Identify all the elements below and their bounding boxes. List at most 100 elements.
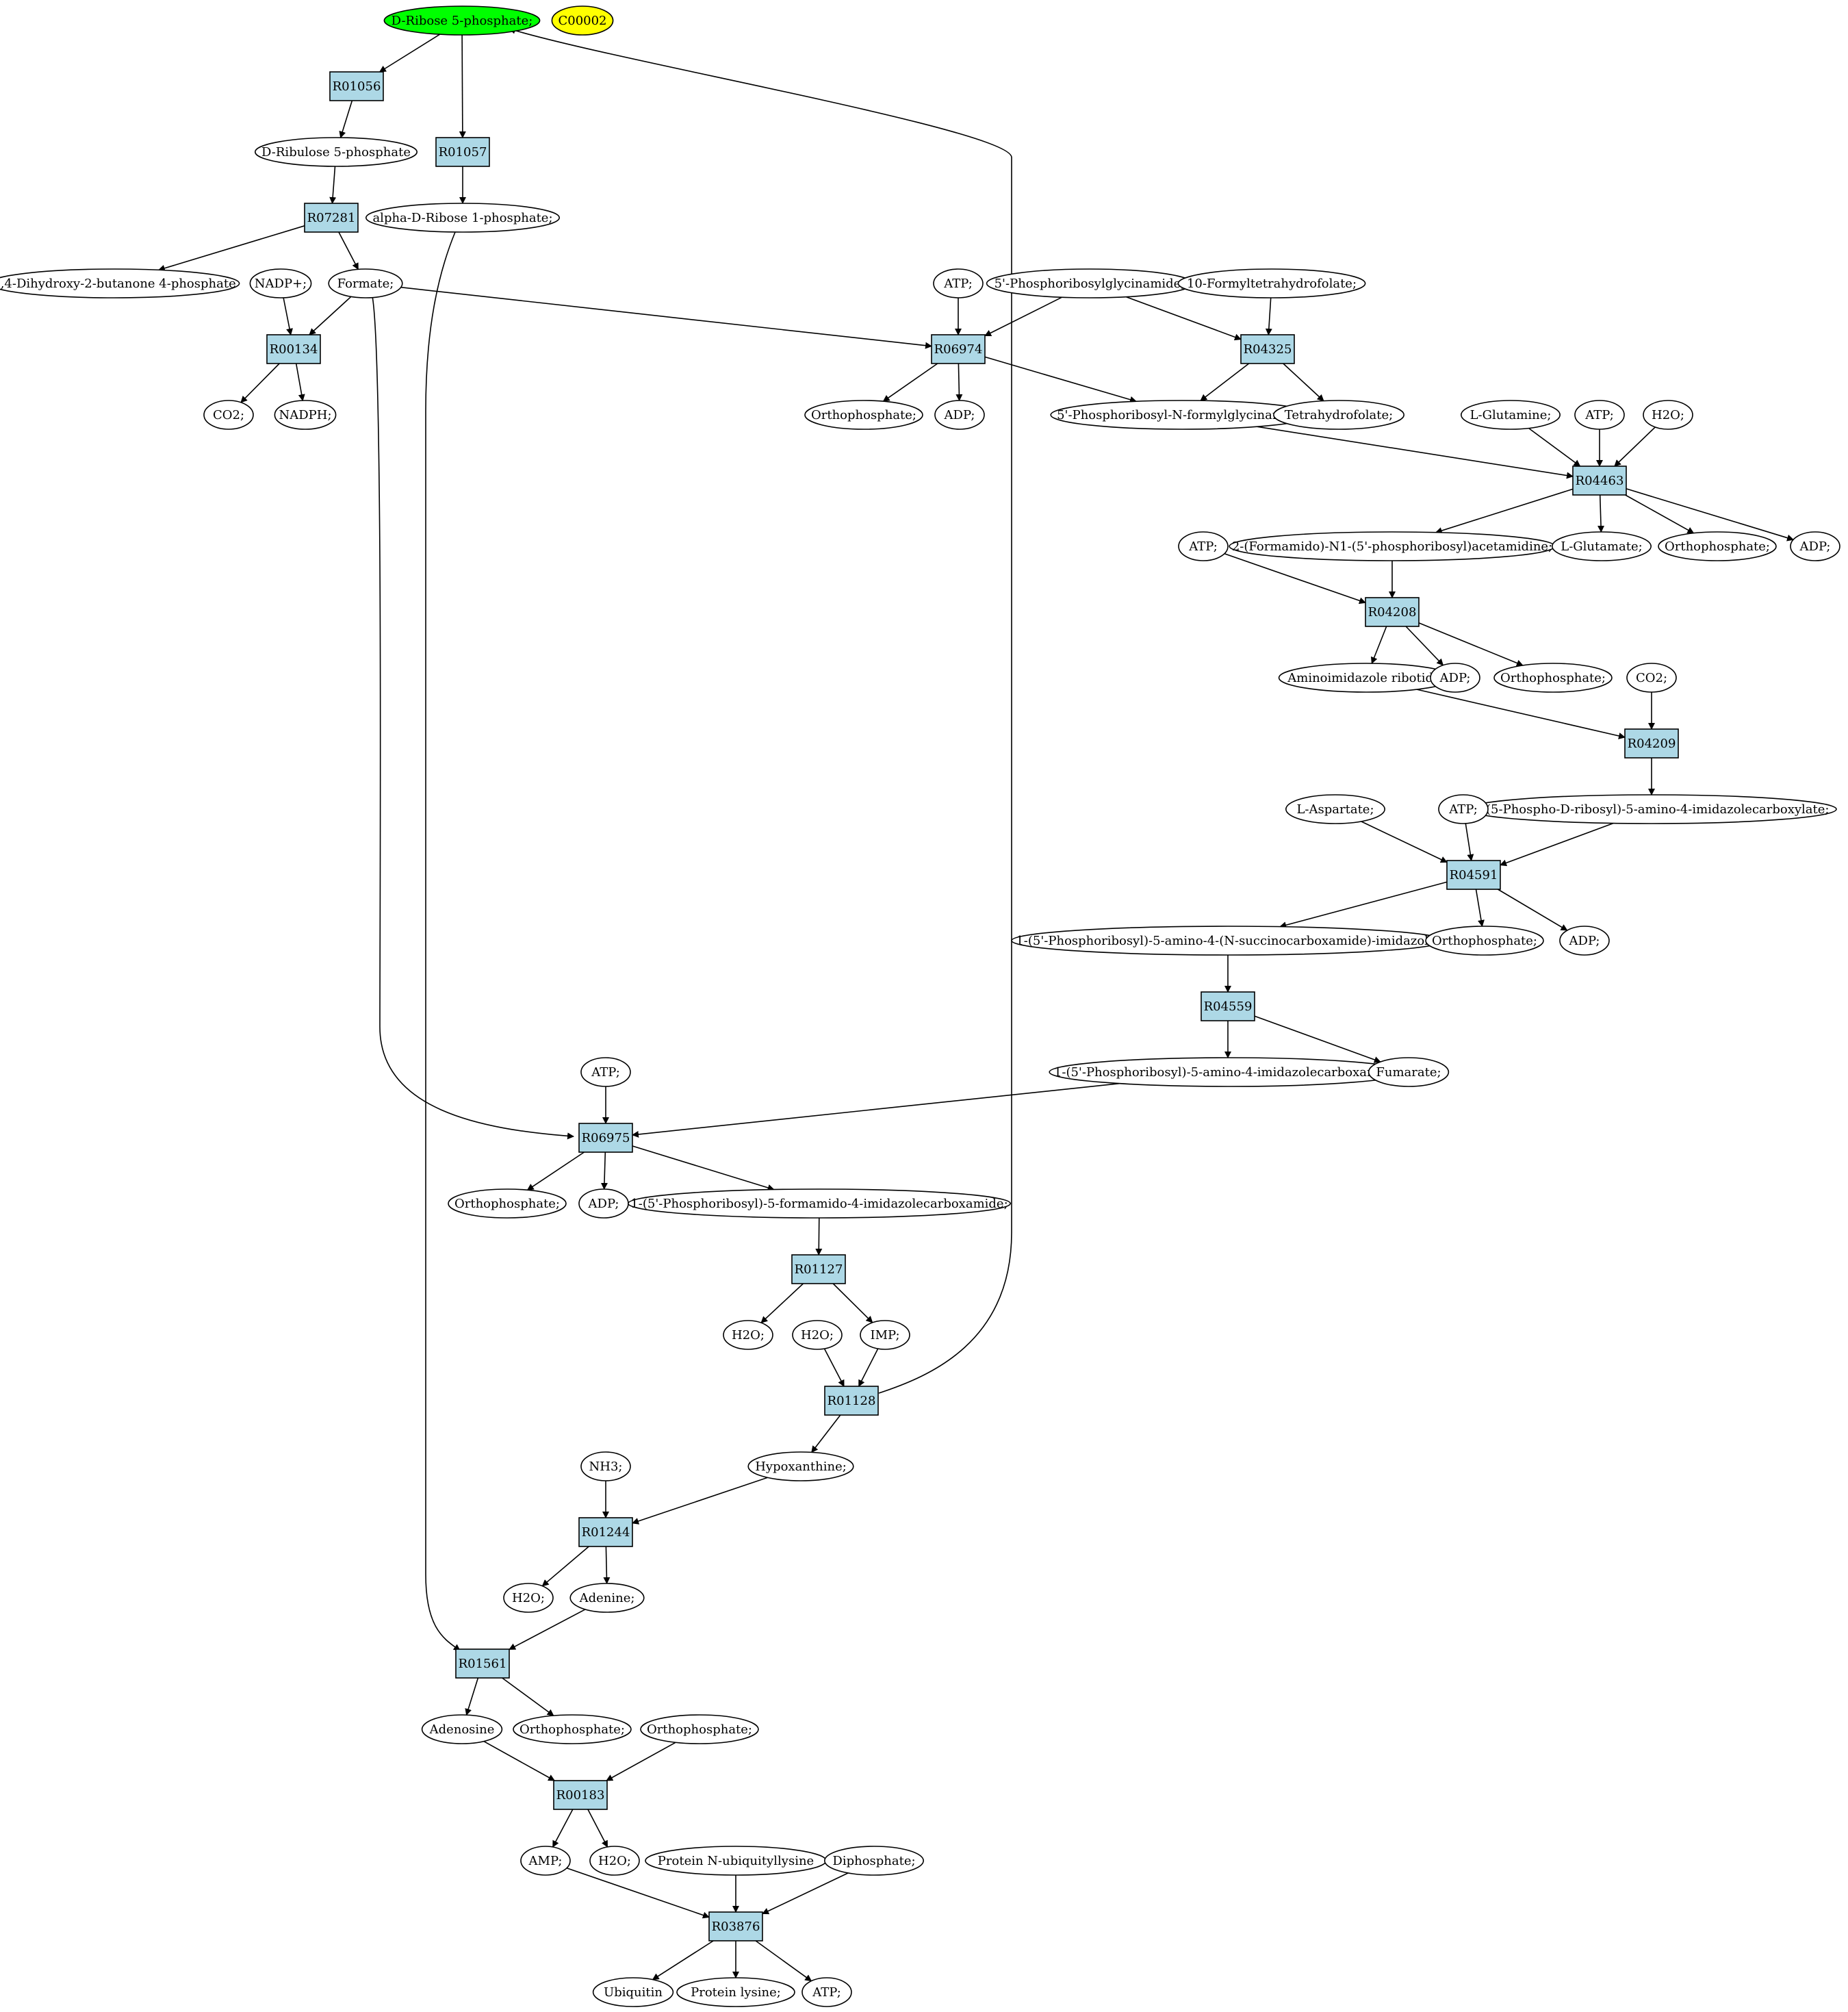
compound-node-c_gln[interactable]: L-Glutamine;	[1461, 400, 1561, 430]
compound-node-c_saicar[interactable]: 1-(5'-Phosphoribosyl)-5-amino-4-(N-succi…	[1011, 926, 1445, 956]
compound-ellipse	[640, 1714, 759, 1744]
compound-node-c_co2b[interactable]: CO2;	[1626, 663, 1677, 693]
edge-r01561-to-c_pi6	[502, 1677, 554, 1716]
compound-node-c_amp[interactable]: AMP;	[520, 1846, 571, 1876]
compound-node-c_pi2[interactable]: Orthophosphate;	[1658, 531, 1777, 561]
compound-node-c_air[interactable]: Aminoimidazole ribotide;	[1278, 663, 1454, 693]
reaction-node-r07281[interactable]: R07281	[304, 203, 359, 233]
compound-node-c_dhb[interactable]: 3,4-Dihydroxy-2-butanone 4-phosphate	[0, 268, 240, 298]
compound-node-c_cair[interactable]: 1-(5-Phospho-D-ribosyl)-5-amino-4-imidaz…	[1466, 794, 1837, 824]
reaction-node-r04209[interactable]: R04209	[1624, 728, 1679, 759]
compound-node-c_glu[interactable]: L-Glutamate;	[1552, 531, 1652, 561]
compound-ellipse	[1438, 794, 1489, 824]
reaction-box	[1201, 991, 1255, 1021]
compound-node-c_fgam[interactable]: 2-(Formamido)-N1-(5'-phosphoribosyl)acet…	[1229, 531, 1556, 561]
compound-node-c_ado[interactable]: Adenosine	[421, 1714, 503, 1744]
compound-node-c_h2o2[interactable]: H2O;	[723, 1320, 773, 1350]
compound-node-c_pi6[interactable]: Orthophosphate;	[513, 1714, 632, 1744]
compound-node-c_r5p[interactable]: D-Ribose 5-phosphate;	[383, 5, 541, 36]
compound-node-c_pi4[interactable]: Orthophosphate;	[1425, 926, 1544, 956]
edge-c_hyp-to-r01244	[632, 1477, 768, 1525]
compound-node-c_pi5[interactable]: Orthophosphate;	[448, 1188, 567, 1219]
edge-r04463-to-c_adp2	[1626, 488, 1795, 542]
compound-node-c_atp4[interactable]: ATP;	[1438, 794, 1489, 824]
compound-node-c_adp4[interactable]: ADP;	[1559, 926, 1610, 956]
compound-node-c_atp3[interactable]: ATP;	[1178, 531, 1229, 561]
compound-ellipse	[1643, 400, 1693, 430]
reaction-node-r04463[interactable]: R04463	[1572, 466, 1627, 496]
reaction-node-r00134[interactable]: R00134	[266, 334, 321, 364]
compound-node-c_imp[interactable]: IMP;	[860, 1320, 910, 1350]
edge-r03876-to-c_atp6	[755, 1940, 812, 1982]
compound-node-c_atp2[interactable]: ATP;	[1574, 400, 1625, 430]
compound-node-c_atp5[interactable]: ATP;	[580, 1057, 631, 1087]
node-label: R01056	[333, 79, 381, 94]
compound-node-c_adp2[interactable]: ADP;	[1790, 531, 1840, 561]
compound-ellipse	[365, 203, 560, 233]
node-label: D-Ribulose 5-phosphate	[261, 145, 411, 160]
node-label: 2-(Formamido)-N1-(5'-phosphoribosyl)acet…	[1232, 539, 1552, 554]
node-label: CO2;	[1636, 671, 1667, 685]
compound-node-c_fgar[interactable]: 5'-Phosphoribosyl-N-formylglycinamide;	[1050, 400, 1314, 430]
compound-node-c_thf[interactable]: Tetrahydrofolate;	[1273, 400, 1405, 430]
reaction-node-r01561[interactable]: R01561	[455, 1648, 510, 1679]
edge-r04463-to-c_glu	[1597, 494, 1605, 533]
reaction-node-r01128[interactable]: R01128	[824, 1386, 879, 1416]
compound-node-c_ar1p[interactable]: alpha-D-Ribose 1-phosphate;	[365, 203, 560, 233]
compound-node-c_nadph[interactable]: NADPH;	[274, 400, 337, 430]
compound-node-c_adp5[interactable]: ADP;	[578, 1188, 629, 1219]
compound-node-c_asp[interactable]: L-Aspartate;	[1285, 794, 1386, 824]
reaction-node-r06974[interactable]: R06974	[931, 334, 986, 364]
compound-node-c_h2o5[interactable]: H2O;	[589, 1846, 640, 1876]
compound-node-c_aicar[interactable]: 1-(5'-Phosphoribosyl)-5-amino-4-imidazol…	[1049, 1057, 1407, 1087]
reaction-node-r01127[interactable]: R01127	[791, 1254, 846, 1284]
compound-node-c_adp3[interactable]: ADP;	[1430, 663, 1480, 693]
compound-ellipse	[1790, 531, 1840, 561]
reaction-node-r01244[interactable]: R01244	[578, 1517, 633, 1547]
reaction-node-r04208[interactable]: R04208	[1365, 597, 1420, 627]
compound-node-c_gar[interactable]: 5'-Phosphoribosylglycinamide;	[986, 268, 1194, 298]
reaction-node-r03876[interactable]: R03876	[708, 1911, 763, 1941]
compound-node-c_co2a[interactable]: CO2;	[203, 400, 254, 430]
compound-node-c_nadp[interactable]: NADP+;	[249, 268, 312, 298]
reaction-node-r04559[interactable]: R04559	[1201, 991, 1255, 1021]
edge-r04559-to-c_fum	[1254, 1015, 1381, 1063]
compound-node-c_id[interactable]: C00002	[551, 5, 614, 36]
compound-node-c_pi3[interactable]: Orthophosphate;	[1493, 663, 1613, 693]
compound-node-c_nh3[interactable]: NH3;	[580, 1451, 631, 1481]
node-label: D-Ribose 5-phosphate;	[392, 14, 533, 28]
compound-node-c_ub[interactable]: Ubiquitin	[592, 1977, 674, 2007]
compound-node-c_atp1[interactable]: ATP;	[933, 268, 984, 298]
reaction-node-r04591[interactable]: R04591	[1446, 860, 1501, 890]
compound-node-c_ppi[interactable]: Diphosphate;	[824, 1846, 925, 1876]
compound-node-c_h2o1[interactable]: H2O;	[1643, 400, 1693, 430]
node-label: Aminoimidazole ribotide;	[1287, 671, 1445, 685]
compound-node-c_h2o3[interactable]: H2O;	[792, 1320, 843, 1350]
reaction-node-r01057[interactable]: R01057	[435, 137, 490, 167]
compound-node-c_fthf[interactable]: 10-Formyltetrahydrofolate;	[1177, 268, 1366, 298]
reaction-node-r00183[interactable]: R00183	[553, 1780, 608, 1810]
compound-node-c_pnub[interactable]: Protein N-ubiquityllysine	[645, 1846, 827, 1876]
compound-node-c_atp6[interactable]: ATP;	[801, 1977, 852, 2007]
node-label: 1-(5-Phospho-D-ribosyl)-5-amino-4-imidaz…	[1474, 802, 1830, 817]
compound-ellipse	[1552, 531, 1652, 561]
compound-node-c_h2o4[interactable]: H2O;	[503, 1583, 554, 1613]
node-label: ADP;	[588, 1197, 619, 1211]
compound-node-c_ru5p[interactable]: D-Ribulose 5-phosphate	[254, 137, 418, 167]
reaction-node-r06975[interactable]: R06975	[578, 1123, 633, 1153]
edge-r07281-to-c_dhb	[157, 225, 305, 272]
compound-ellipse	[520, 1846, 571, 1876]
compound-node-c_faicar[interactable]: 1-(5'-Phosphoribosyl)-5-formamido-4-imid…	[627, 1188, 1012, 1219]
compound-node-c_hyp[interactable]: Hypoxanthine;	[747, 1451, 854, 1481]
reaction-node-r04325[interactable]: R04325	[1240, 334, 1295, 364]
compound-node-c_ade[interactable]: Adenine;	[569, 1583, 645, 1613]
reaction-node-r01056[interactable]: R01056	[329, 71, 384, 101]
compound-node-c_fum[interactable]: Fumarate;	[1368, 1057, 1450, 1087]
compound-node-c_pi1[interactable]: Orthophosphate;	[804, 400, 923, 430]
compound-node-c_plys[interactable]: Protein lysine;	[676, 1977, 795, 2007]
compound-node-c_formate[interactable]: Formate;	[328, 268, 403, 298]
compound-node-c_adp1[interactable]: ADP;	[934, 400, 985, 430]
node-label: NH3;	[589, 1460, 623, 1474]
compound-node-c_pi7[interactable]: Orthophosphate;	[640, 1714, 759, 1744]
reaction-box	[824, 1386, 879, 1416]
